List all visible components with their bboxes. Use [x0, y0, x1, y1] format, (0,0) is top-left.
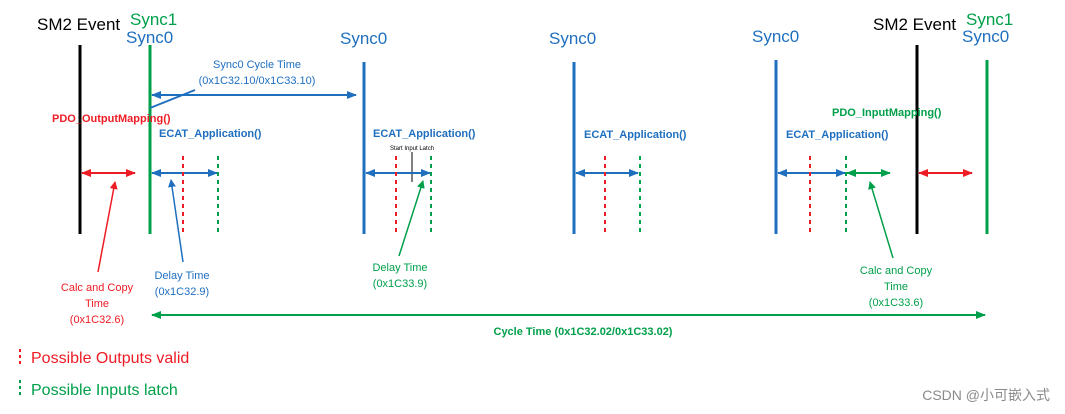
watermark: CSDN @小可嵌入式 — [922, 387, 1050, 403]
start-input-latch-label: Start Input Latch — [390, 146, 434, 152]
sm2-event-label-left: SM2 Event — [37, 15, 120, 34]
sync0-label-3: Sync0 — [549, 29, 596, 48]
sync0-label-2: Sync0 — [340, 29, 387, 48]
calc-copy-right-label-2: Time — [884, 281, 908, 293]
ecat-application-label-2: ECAT_Application() — [373, 128, 476, 140]
calc-copy-left-label-2: Time — [85, 298, 109, 310]
calc-copy-left-label-3: (0x1C32.6) — [70, 314, 124, 326]
sync0-cycle-time-label: Sync0 Cycle Time — [213, 59, 301, 71]
pdo-output-mapping-label: PDO_OutputMapping() — [52, 113, 171, 125]
legend-outputs-label: Possible Outputs valid — [31, 350, 189, 367]
delay-time-mid-label-2: (0x1C33.9) — [373, 278, 427, 290]
sync1-label-left: Sync1 — [130, 10, 177, 29]
sync0-cycle-time-regs: (0x1C32.10/0x1C33.10) — [199, 75, 316, 87]
ecat-application-label-3: ECAT_Application() — [584, 129, 687, 141]
delay-time-left-pointer — [168, 179, 184, 263]
calc-copy-right-label-3: (0x1C33.6) — [869, 297, 923, 309]
cycle-time-label: Cycle Time (0x1C32.02/0x1C33.02) — [494, 326, 673, 338]
legend-inputs-label: Possible Inputs latch — [31, 382, 178, 399]
sync0-label-4: Sync0 — [752, 27, 799, 46]
ecat-application-label-4: ECAT_Application() — [786, 129, 889, 141]
calc-copy-right-pointer — [868, 181, 894, 259]
calc-copy-right-label-1: Calc and Copy — [860, 265, 933, 277]
delay-time-mid-pointer — [398, 180, 425, 257]
delay-time-left-label-1: Delay Time — [154, 270, 209, 282]
ecat-application-label-1: ECAT_Application() — [159, 128, 262, 140]
calc-copy-left-pointer — [97, 181, 118, 273]
pdo-input-mapping-label: PDO_InputMapping() — [832, 107, 942, 119]
calc-copy-left-label-1: Calc and Copy — [61, 282, 134, 294]
legend: Possible Outputs valid Possible Inputs l… — [19, 349, 189, 399]
delay-time-mid-label-1: Delay Time — [372, 262, 427, 274]
sync0-label-5: Sync0 — [962, 27, 1009, 46]
delay-time-left-label-2: (0x1C32.9) — [155, 286, 209, 298]
sm2-event-label-right: SM2 Event — [873, 15, 956, 34]
pdo-output-mapping-line — [149, 89, 196, 109]
sync0-label-1: Sync0 — [126, 28, 173, 47]
sync1-label-right: Sync1 — [966, 10, 1013, 29]
